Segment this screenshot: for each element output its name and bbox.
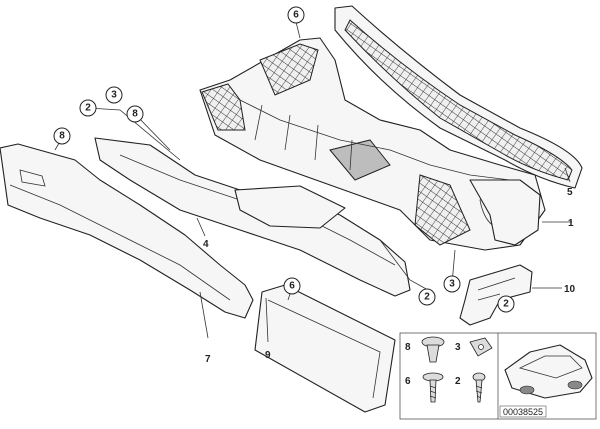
label-side-panel: 7 [205,354,211,365]
callout-top-clip-text: 6 [293,10,299,21]
callout-pad-left-c-text: 8 [132,109,138,120]
callout-pad-left-a-text: 2 [85,103,91,114]
bracket-part [459,264,533,326]
callout-bracket-screw-text: 2 [503,299,509,310]
callout-bottom-a: 2 [418,288,436,306]
callout-bracket-screw: 2 [497,295,515,313]
callout-pad-left-c: 8 [126,105,144,123]
label-frame: 1 [568,218,574,229]
callout-bottom-b-text: 3 [449,279,455,290]
label-lid: 9 [265,350,271,361]
callout-side-panel-clip-text: 8 [59,131,65,142]
callout-bottom-a-text: 2 [424,292,430,303]
legend-r1-left-num: 8 [405,342,411,353]
self-tapping-screw-icon [472,372,486,403]
label-trim: 4 [203,239,209,250]
callout-pad-left-a: 2 [79,99,97,117]
console-frame-part [199,37,546,251]
legend-r1-right-num: 3 [455,342,461,353]
callout-side-panel-clip: 8 [53,127,71,145]
label-rail: 5 [567,187,573,198]
callout-pad-left-b-text: 3 [111,90,117,101]
spring-nut-icon [469,337,493,357]
legend-r2-right-num: 2 [455,376,461,387]
callout-lid-clip-text: 6 [289,281,295,292]
push-clip-icon [421,336,445,363]
rear-rail-part [334,5,583,189]
side-panel-part [0,143,254,319]
callout-pad-left-b: 3 [105,86,123,104]
label-bracket: 10 [564,284,576,295]
console-trim-part [94,137,411,297]
callout-bottom-b: 3 [443,275,461,293]
callout-lid-clip: 6 [283,277,301,295]
callout-top-clip: 6 [287,6,305,24]
lid-part [254,284,396,413]
car-thumbnail-icon [504,344,593,399]
document-number: 00038525 [503,407,543,417]
fastener-legend: 8 3 6 2 00038525 [399,332,597,420]
legend-r2-left-num: 6 [405,376,411,387]
washer-screw-icon [422,372,444,403]
